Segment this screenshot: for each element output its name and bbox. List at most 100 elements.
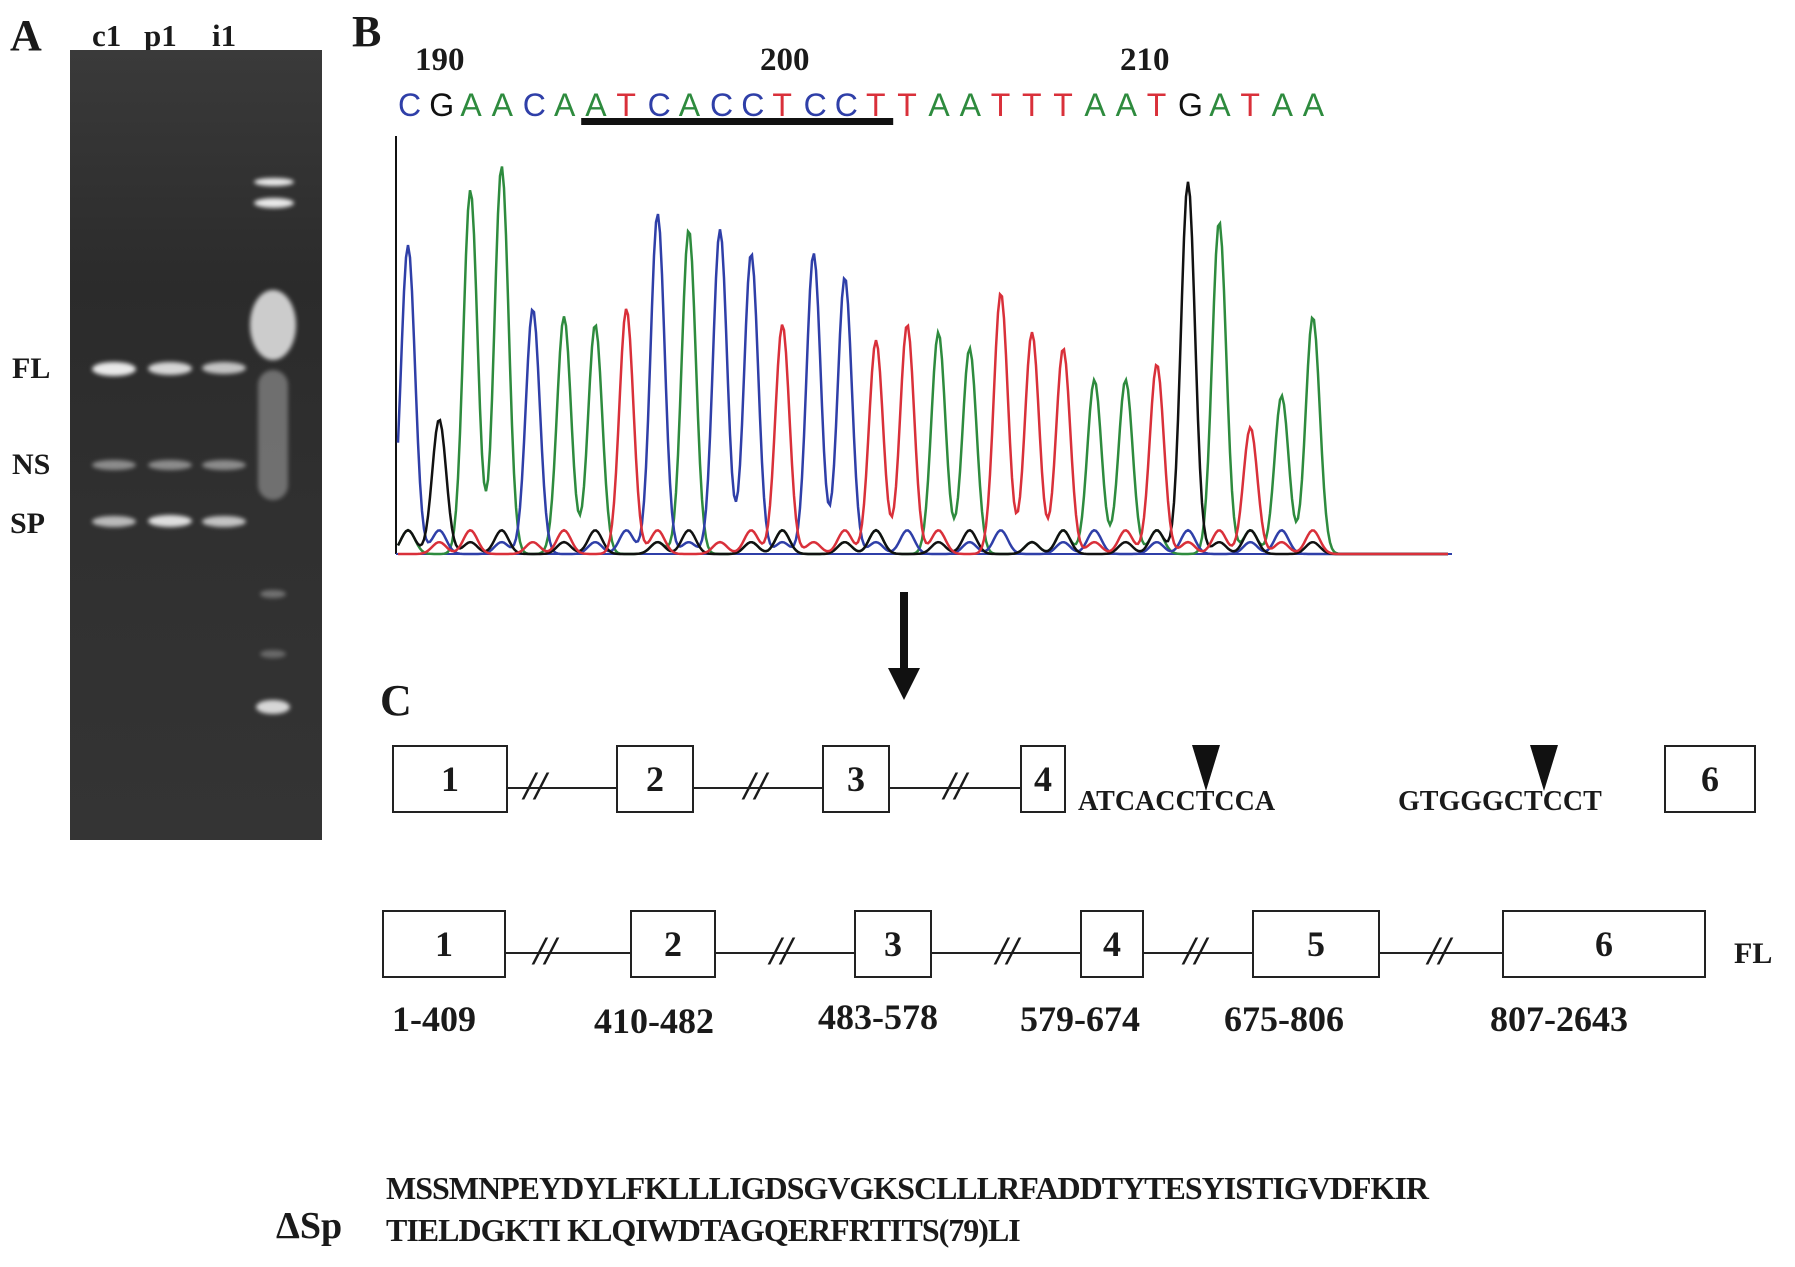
base-call: A xyxy=(1272,87,1294,123)
ladder-band xyxy=(260,650,286,658)
break-mark: // xyxy=(744,763,767,808)
position-210: 210 xyxy=(1120,42,1170,78)
sequence-underline xyxy=(581,118,894,125)
base-call: C xyxy=(835,87,858,123)
intron-line xyxy=(1144,952,1252,954)
panel-c-letter: C xyxy=(380,676,412,725)
ladder-band xyxy=(258,370,288,500)
base-call: A xyxy=(585,87,607,123)
intron-line xyxy=(506,952,630,954)
exon-top-1: 1 xyxy=(392,745,508,813)
exon-full-1: 1 xyxy=(382,910,506,978)
break-mark: // xyxy=(1184,928,1207,973)
base-call: A xyxy=(679,87,701,123)
exon-full-2: 2 xyxy=(630,910,716,978)
splice-site-arrowhead-icon xyxy=(1530,745,1558,791)
exon-full-6: 6 xyxy=(1502,910,1706,978)
break-mark: // xyxy=(944,763,967,808)
full-length-label: FL xyxy=(1734,937,1773,970)
gel-image xyxy=(70,50,322,840)
protein-label: ΔSp xyxy=(276,1205,343,1247)
band-label-sp: SP xyxy=(10,507,46,540)
band-label-ns: NS xyxy=(12,448,51,481)
base-call: C xyxy=(398,87,421,123)
panel-a-letter: A xyxy=(10,11,42,60)
band-p1-fl xyxy=(148,362,192,375)
exon-top-4: 4 xyxy=(1020,745,1066,813)
base-call: C xyxy=(523,87,546,123)
base-call: A xyxy=(1116,87,1138,123)
ladder-band xyxy=(260,590,286,598)
protein-sequence-line-1: MSSMNPEYDYLFKLLLIGDSGVGKSCLLLRFADDTYTESY… xyxy=(386,1170,1429,1206)
break-mark: // xyxy=(524,763,547,808)
base-call: G xyxy=(1178,87,1203,123)
base-call: T xyxy=(1240,87,1260,123)
exon-full-5: 5 xyxy=(1252,910,1380,978)
position-190: 190 xyxy=(415,42,465,78)
base-call: A xyxy=(492,87,514,123)
down-arrow-icon xyxy=(888,592,920,700)
break-mark: // xyxy=(996,928,1019,973)
intron-line xyxy=(694,787,822,789)
base-call: T xyxy=(1147,87,1167,123)
trace-G xyxy=(396,181,1448,556)
base-call: A xyxy=(960,87,982,123)
lane-label-p1: p1 xyxy=(144,18,177,53)
exon-full-4: 4 xyxy=(1080,910,1144,978)
base-call: T xyxy=(1053,87,1073,123)
position-200: 200 xyxy=(760,42,810,78)
base-call: T xyxy=(772,87,792,123)
base-call: T xyxy=(897,87,917,123)
range-exon-3: 483-578 xyxy=(818,997,938,1037)
trace-A xyxy=(396,166,1448,556)
intron-line xyxy=(932,952,1080,954)
break-mark: // xyxy=(770,928,793,973)
exon-top-3: 3 xyxy=(822,745,890,813)
break-mark: // xyxy=(1428,928,1451,973)
intron-line xyxy=(890,787,1020,789)
base-call: A xyxy=(1209,87,1231,123)
lane-label-i1: i1 xyxy=(212,18,237,53)
ladder-band xyxy=(254,198,294,208)
base-call: A xyxy=(928,87,950,123)
exon-top-2: 2 xyxy=(616,745,694,813)
trace-C xyxy=(396,213,1448,556)
band-c1-ns xyxy=(92,460,136,470)
intron-line xyxy=(716,952,854,954)
base-call: C xyxy=(804,87,827,123)
base-call: T xyxy=(616,87,636,123)
panel-b-letter: B xyxy=(352,7,382,56)
protein-sequence-line-2: TIELDGKTI KLQIWDTAGQERFRTITS(79)LI xyxy=(386,1212,1021,1248)
intron-line xyxy=(1380,952,1502,954)
base-call: A xyxy=(1303,87,1325,123)
base-call: G xyxy=(429,87,454,123)
range-exon-2: 410-482 xyxy=(594,1001,714,1041)
band-c1-fl xyxy=(92,362,136,376)
base-call: C xyxy=(648,87,671,123)
exon-full-3: 3 xyxy=(854,910,932,978)
band-label-fl: FL xyxy=(12,352,51,385)
base-call: T xyxy=(866,87,886,123)
band-i1-ns xyxy=(202,460,246,470)
ladder-band xyxy=(256,700,290,714)
exon-top-6: 6 xyxy=(1664,745,1756,813)
ladder-band xyxy=(254,178,294,186)
base-call: C xyxy=(710,87,733,123)
base-call: T xyxy=(1022,87,1042,123)
range-exon-1: 1-409 xyxy=(392,999,476,1039)
splice-site-arrowhead-icon xyxy=(1192,745,1220,791)
base-call: A xyxy=(1084,87,1106,123)
base-call: C xyxy=(741,87,764,123)
splice-sequence-left: ATCACCTCCA xyxy=(1078,786,1276,817)
base-call: A xyxy=(460,87,482,123)
splice-sequence-right: GTGGGCTCCT xyxy=(1398,786,1602,817)
range-exon-6: 807-2643 xyxy=(1490,999,1628,1039)
intron-line xyxy=(508,787,616,789)
ladder-band xyxy=(250,290,296,360)
lane-label-c1: c1 xyxy=(92,18,122,53)
base-call: A xyxy=(554,87,576,123)
band-c1-sp xyxy=(92,516,136,527)
band-i1-sp xyxy=(202,516,246,527)
range-exon-5: 675-806 xyxy=(1224,999,1344,1039)
